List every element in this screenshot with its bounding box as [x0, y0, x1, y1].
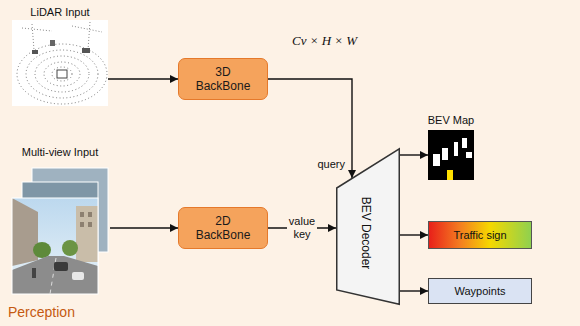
front-image-frame [12, 198, 98, 294]
box-label: Waypoints [455, 285, 506, 298]
decoder-label: BEV Decoder [359, 197, 373, 270]
figure-heading: LiDAR Input [30, 6, 89, 19]
output-box: Traffic sign [428, 221, 532, 249]
scan-walls [22, 22, 102, 50]
figure-heading: BEV Map [428, 114, 474, 127]
flow-arrow [268, 79, 352, 178]
decoder-trapezoid: BEV Decoder [336, 148, 400, 305]
edge-label: value key [287, 215, 317, 241]
output-box: Waypoints [428, 278, 532, 304]
flow-arrow [110, 227, 178, 228]
output-figure: BEV Map [428, 114, 474, 180]
scan-rings [17, 44, 107, 104]
bev-map-image [428, 130, 474, 180]
flow-arrow [400, 290, 428, 291]
flow-arrow [400, 154, 428, 155]
camera-images [10, 160, 110, 296]
ego-car [57, 70, 67, 78]
tensor-shape: Cv × H × W [292, 33, 357, 49]
edge-label: query [315, 158, 347, 171]
box-label: 3D BackBone [196, 65, 251, 93]
flow-arrow [400, 234, 428, 235]
trapezoid-shape [337, 149, 400, 305]
panel-title: Perception [8, 304, 75, 320]
box-label: 2D BackBone [196, 214, 251, 242]
backbone-box: 3D BackBone [178, 58, 268, 100]
front-image [12, 198, 98, 294]
backbone-box: 2D BackBone [178, 207, 268, 249]
point-cluster [32, 50, 38, 54]
point-cloud-ground [12, 20, 108, 106]
flow-arrow [108, 78, 178, 79]
point-cluster [50, 40, 55, 46]
input-figure: Multi-view Input [10, 146, 110, 296]
box-label: Traffic sign [453, 229, 506, 242]
lidar-point-cloud [12, 20, 108, 106]
point-cluster [82, 48, 90, 53]
figure-heading: Multi-view Input [22, 146, 98, 159]
input-figure: LiDAR Input [12, 6, 108, 106]
